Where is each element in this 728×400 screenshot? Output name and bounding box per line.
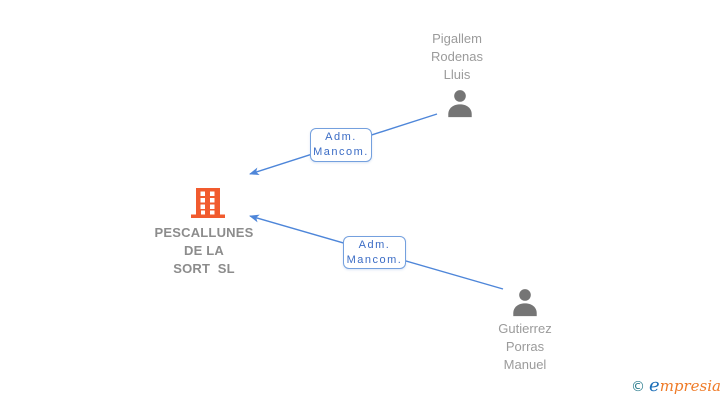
edge-label-adm-mancom-1: Adm. Mancom. xyxy=(310,128,372,162)
person-name-line: Lluis xyxy=(443,67,471,82)
person-name-line: Porras xyxy=(505,339,545,354)
brand-name: mpresia xyxy=(659,377,721,395)
person-name-line: Gutierrez xyxy=(498,321,552,336)
building-icon[interactable] xyxy=(191,188,225,218)
company-name-line: SORT SL xyxy=(173,261,235,276)
copyright-icon: © xyxy=(631,379,646,395)
brand-first-letter: e xyxy=(649,375,660,396)
person-name-line: Rodenas xyxy=(430,49,484,64)
edge-label-line: Mancom. xyxy=(346,253,403,266)
edge-label-line: Mancom. xyxy=(313,146,369,158)
person-icon[interactable] xyxy=(510,287,540,317)
empresia-logo: ©empresia xyxy=(631,375,721,396)
person-icon[interactable] xyxy=(445,88,475,118)
company-name-line: DE LA xyxy=(184,243,224,258)
person-name-line: Pigallem xyxy=(432,31,482,46)
person-name-gutierrez[interactable]: Gutierrez Porras Manuel xyxy=(465,320,585,374)
person-name-pigallem[interactable]: Pigallem Rodenas Lluis xyxy=(397,30,517,84)
edge-label-line: Adm. xyxy=(358,238,391,251)
edge-label-adm-mancom-2: Adm. Mancom. xyxy=(343,236,406,269)
company-name[interactable]: PESCALLUNES DE LA SORT SL xyxy=(130,224,278,278)
person-name-line: Manuel xyxy=(503,357,547,372)
company-name-line: PESCALLUNES xyxy=(154,225,254,240)
edge-label-line: Adm. xyxy=(325,131,357,143)
